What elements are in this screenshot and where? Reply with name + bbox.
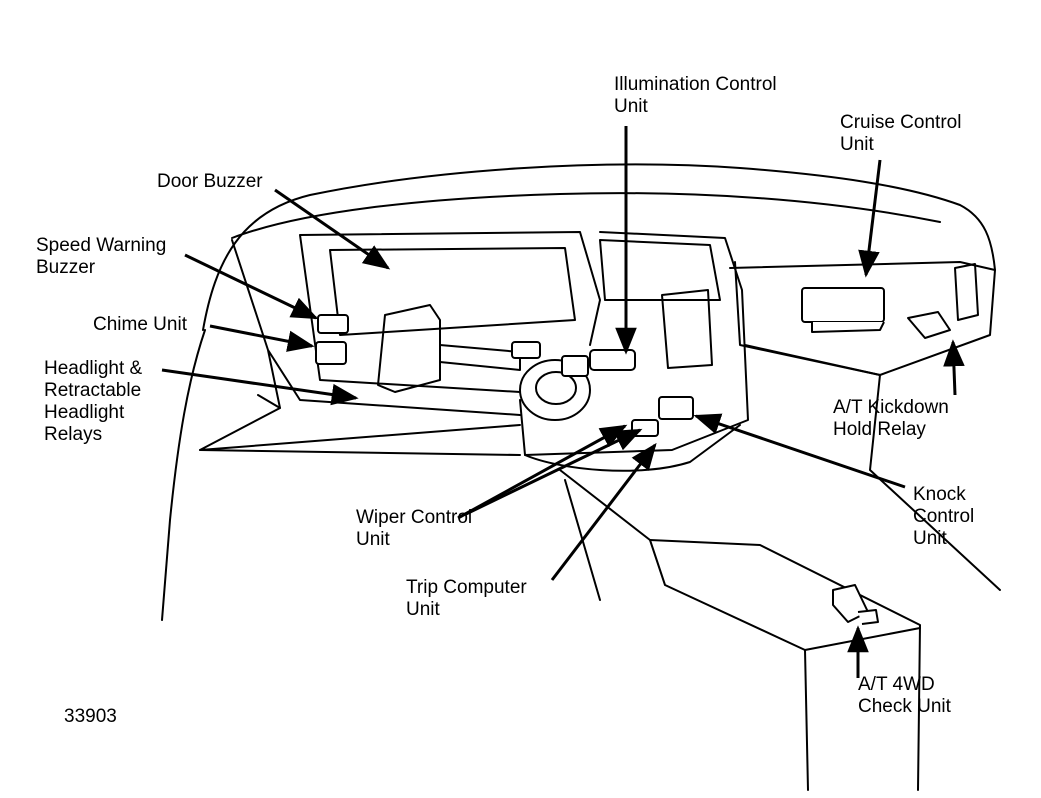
arrow-door-buzzer	[274, 188, 391, 270]
label-line: Chime Unit	[93, 314, 187, 335]
label-cruise-control-unit: Cruise Control Unit	[840, 112, 961, 156]
arrow-knock-control	[693, 413, 906, 489]
label-line: Trip Computer	[406, 577, 527, 598]
label-wiper-control-unit: Wiper Control Unit	[356, 507, 472, 551]
arrow-kickdown-relay	[943, 339, 965, 396]
label-line: Relays	[44, 424, 103, 445]
arrow-cruise-control	[858, 159, 882, 278]
label-line: Control	[913, 506, 975, 527]
speed-warning-buzzer-part	[317, 314, 349, 334]
label-line: Headlight &	[44, 358, 143, 379]
label-knock-control-unit: Knock Control Unit	[913, 484, 974, 550]
knock-control-part	[658, 396, 694, 420]
label-speed-warning-buzzer: Speed Warning Buzzer	[36, 235, 166, 279]
label-line: Speed Warning	[36, 235, 167, 256]
label-line: Illumination Control	[614, 74, 777, 95]
label-line: Wiper Control	[356, 507, 473, 528]
label-illumination-control-unit: Illumination Control Unit	[614, 74, 777, 118]
label-line: Knock	[913, 484, 966, 505]
illumination-control-part	[589, 349, 636, 371]
label-at-kickdown-hold-relay: A/T Kickdown Hold Relay	[833, 397, 949, 441]
floor-console-edge	[804, 627, 921, 651]
right-side-vent	[954, 263, 979, 321]
arrow-speed-warning	[184, 253, 319, 320]
label-headlight-relays: Headlight & Retractable Headlight Relays	[44, 358, 142, 446]
steering-hub-inner	[535, 371, 577, 405]
dash-top-outline	[202, 163, 996, 331]
column-switch-part	[561, 355, 589, 377]
wiper-switch-part	[511, 341, 541, 359]
label-trip-computer-unit: Trip Computer Unit	[406, 577, 527, 621]
kickdown-relay-part	[907, 311, 951, 339]
steering-column-shaft	[439, 344, 521, 371]
label-at-4wd-check-unit: A/T 4WD Check Unit	[858, 674, 951, 718]
arrow-wiper-control-b	[465, 428, 643, 516]
left-dash-panel	[199, 239, 521, 451]
label-chime-unit: Chime Unit	[93, 314, 187, 336]
steering-column-block	[377, 304, 441, 393]
label-line: Retractable	[44, 380, 142, 401]
center-stack-knob-right	[661, 289, 713, 369]
label-line: Unit	[406, 599, 440, 620]
label-line: Unit	[614, 96, 648, 117]
left-dash-lower	[199, 394, 521, 456]
label-door-buzzer: Door Buzzer	[157, 171, 263, 193]
cruise-control-part	[801, 287, 885, 323]
label-line: Check Unit	[858, 696, 951, 717]
instrument-hood	[299, 231, 601, 393]
arrow-headlight-relays	[161, 368, 359, 406]
figure-number: 33903	[64, 706, 117, 727]
label-line: Cruise Control	[840, 112, 962, 133]
floor-console-top	[649, 539, 921, 791]
label-line: Headlight	[44, 402, 125, 423]
label-line: Unit	[356, 529, 390, 550]
label-line: Door Buzzer	[157, 171, 263, 192]
left-door-edge	[161, 329, 206, 621]
steering-hub	[519, 359, 591, 421]
dash-top-inner-outline	[231, 192, 941, 239]
cruise-control-part-side	[811, 321, 885, 333]
label-line: Hold Relay	[833, 419, 926, 440]
arrow-trip-computer	[550, 442, 657, 581]
label-line: A/T 4WD	[858, 674, 935, 695]
at-4wd-check-tab	[857, 609, 879, 625]
floor-console-left	[559, 469, 809, 791]
center-stack-vent	[599, 239, 721, 301]
arrow-wiper-control-a	[457, 424, 628, 520]
lower-housing	[524, 424, 741, 472]
label-line: Unit	[840, 134, 874, 155]
arrow-chime-unit	[209, 324, 315, 352]
chime-unit-part	[315, 341, 347, 365]
label-line: Unit	[913, 528, 947, 549]
label-line: Buzzer	[36, 257, 96, 278]
label-line: A/T Kickdown	[833, 397, 949, 418]
instrument-hood-inner	[329, 247, 576, 336]
right-dash-glovebox	[734, 261, 1001, 591]
